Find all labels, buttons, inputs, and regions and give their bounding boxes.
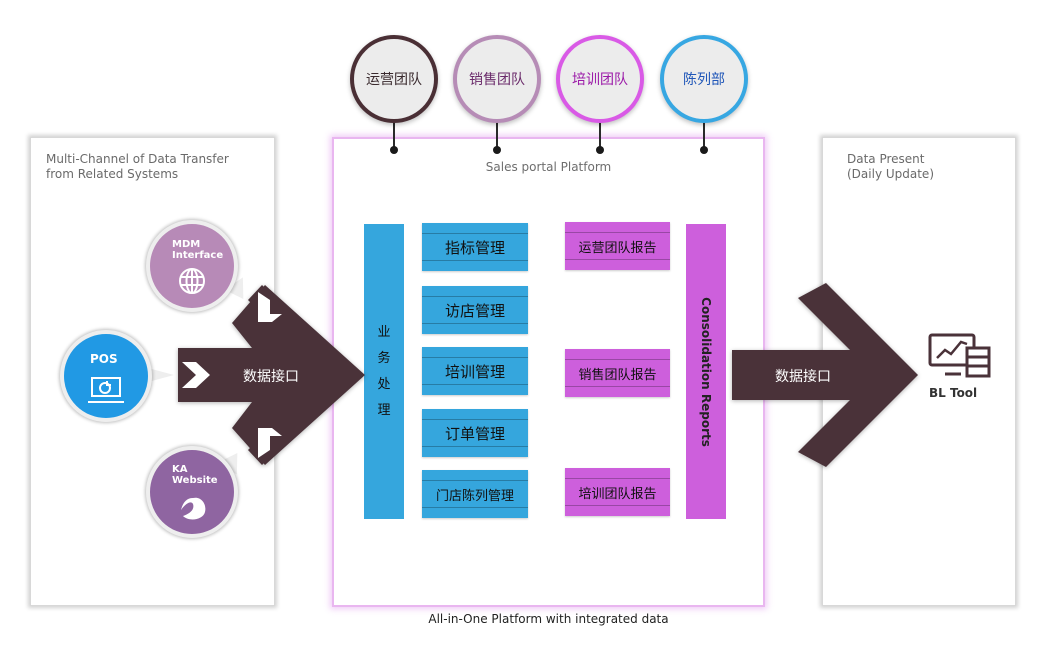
platform-caption: All-in-One Platform with integrated data	[428, 612, 669, 626]
chevron-marks	[182, 292, 282, 458]
chevron-ka	[258, 428, 282, 458]
module-label: 访店管理	[444, 301, 505, 320]
globe-icon	[179, 268, 205, 294]
source-label: KA Website	[172, 464, 218, 486]
module-store-display-management[interactable]: 门店陈列管理	[422, 470, 528, 518]
report-label: 运营团队报告	[578, 240, 657, 256]
chevron-pos	[182, 362, 210, 388]
module-store-visit-management[interactable]: 访店管理	[422, 286, 528, 334]
team-label: 培训团队	[572, 72, 628, 88]
bird-swirl-icon	[181, 497, 206, 520]
monitor-chart-icon	[928, 333, 991, 378]
team-label: 销售团队	[469, 72, 525, 88]
output-arrow	[732, 283, 918, 467]
team-training: 培训团队	[556, 35, 644, 123]
module-label: 培训管理	[444, 362, 505, 381]
platform-title: Sales portal Platform	[485, 160, 612, 174]
data-present-title: Data Present (Daily Update)	[847, 152, 934, 181]
business-char: 务	[377, 350, 391, 366]
report-sales-team[interactable]: 销售团队报告	[565, 349, 670, 397]
report-operations-team[interactable]: 运营团队报告	[565, 222, 670, 270]
team-label: 陈列部	[683, 72, 725, 88]
source-mdm-interface[interactable]: MDM Interface	[146, 220, 238, 312]
connector-dot	[493, 146, 501, 154]
source-label: POS	[90, 352, 118, 366]
consolidation-reports-column: Consolidation Reports	[686, 224, 726, 519]
report-training-team[interactable]: 培训团队报告	[565, 468, 670, 516]
source-label: MDM Interface	[172, 239, 224, 261]
source-pos[interactable]: POS	[60, 330, 152, 422]
module-kpi-management[interactable]: 指标管理	[422, 223, 528, 271]
team-connector	[393, 114, 395, 150]
source-ka-website[interactable]: KA Website	[146, 446, 238, 538]
module-label: 订单管理	[444, 424, 505, 443]
team-label: 运营团队	[366, 72, 422, 88]
module-label: 门店陈列管理	[435, 488, 514, 504]
team-display: 陈列部	[660, 35, 748, 123]
connector-dot	[596, 146, 604, 154]
output-arrow-label: 数据接口	[775, 369, 831, 385]
input-arrow	[178, 285, 365, 465]
business-char: 处	[377, 376, 391, 392]
connector-dot	[700, 146, 708, 154]
team-sales: 销售团队	[453, 35, 541, 123]
team-connector	[496, 114, 498, 150]
module-order-management[interactable]: 订单管理	[422, 409, 528, 457]
input-arrow-label: 数据接口	[243, 369, 299, 385]
business-char: 业	[377, 324, 391, 340]
business-processing-column: 业 务 处 理	[364, 224, 404, 519]
report-label: 销售团队报告	[578, 367, 657, 383]
bl-tool-label: BL Tool	[929, 386, 978, 400]
chevron-mdm	[258, 292, 282, 322]
report-label: 培训团队报告	[578, 486, 657, 502]
source-systems-title: Multi-Channel of Data Transfer from Rela…	[46, 152, 229, 181]
team-operations: 运营团队	[350, 35, 438, 123]
module-training-management[interactable]: 培训管理	[422, 347, 528, 395]
monitor-pie-chart-icon	[88, 377, 124, 403]
module-label: 指标管理	[444, 238, 505, 257]
team-connector	[599, 114, 601, 150]
bubble-tail	[148, 368, 174, 382]
business-char: 理	[377, 402, 391, 418]
team-connector	[703, 114, 705, 150]
connector-dot	[390, 146, 398, 154]
